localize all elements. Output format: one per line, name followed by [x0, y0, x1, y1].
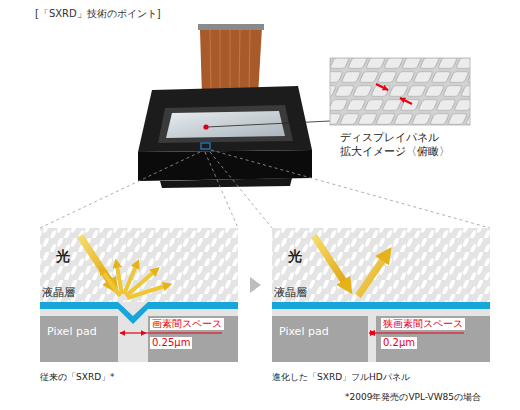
panel-zoom-label: ディスプレイパネル 拡大イメージ〈俯瞰〉 — [340, 131, 480, 160]
pixel-pad: Pixel pad — [272, 316, 368, 362]
pad-label: Pixel pad — [279, 325, 329, 338]
footnote: *2009年発売のVPL-VW85の場合 — [345, 392, 481, 403]
lcd-cross-section: 光液晶層 Pixel pad — [40, 228, 238, 362]
panel-caption: 進化した「SXRD」フルHDパネル — [272, 372, 410, 383]
dimension-value: 0.2μm — [381, 337, 417, 349]
dimension-label: 画素間スペース — [150, 318, 224, 330]
light-label: 光 — [288, 248, 302, 265]
pixel-pad: Pixel pad — [40, 316, 118, 362]
light-label: 光 — [56, 248, 70, 265]
diagram-title: [「SXRD」技術のポイント] — [35, 8, 161, 20]
layer-label: 液晶層 — [42, 286, 75, 299]
dimension-label: 狭画素間スペース — [381, 318, 465, 330]
pad-label: Pixel pad — [47, 325, 97, 338]
layer-label: 液晶層 — [274, 286, 307, 299]
dimension-value: 0.25μm — [150, 337, 192, 349]
panel-caption: 従来の「SXRD」* — [40, 372, 115, 383]
